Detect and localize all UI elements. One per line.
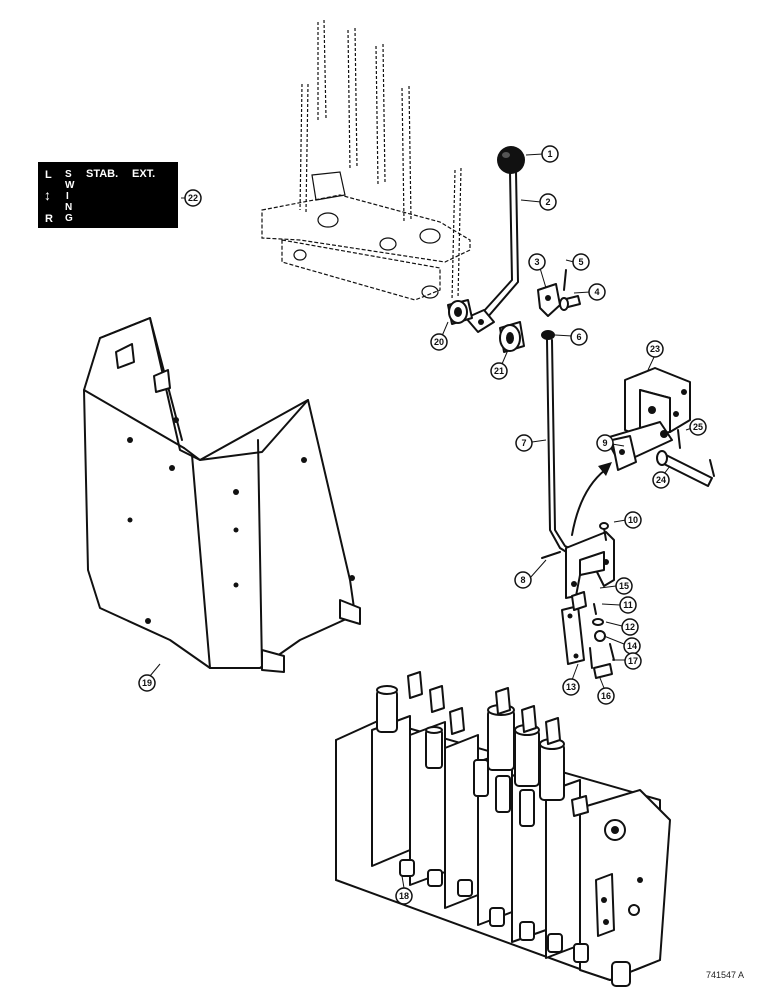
- control-valve-assembly: [335, 671, 671, 987]
- cover-shield: [83, 317, 361, 673]
- svg-text:8: 8: [520, 575, 525, 585]
- decal-ext-label: EXT.: [132, 168, 155, 180]
- cotter-pin-pivot: [677, 429, 715, 477]
- callout-21: 21: [490, 362, 508, 380]
- svg-text:21: 21: [494, 366, 504, 376]
- callout-8: 8: [514, 571, 532, 589]
- assembly-arrow: [571, 462, 612, 536]
- bushing-21: [499, 321, 525, 353]
- svg-text:16: 16: [601, 691, 611, 701]
- decal-letter-r: R: [45, 213, 53, 225]
- callout-24: 24: [652, 471, 670, 489]
- decal-swing-s: S: [65, 169, 72, 180]
- rod-nut: [541, 330, 555, 340]
- callout-10: 10: [624, 511, 642, 529]
- svg-text:7: 7: [521, 438, 526, 448]
- callout-25: 25: [689, 418, 707, 436]
- link-plate: [561, 591, 587, 665]
- svg-text:12: 12: [625, 622, 635, 632]
- svg-text:6: 6: [576, 332, 581, 342]
- svg-text:20: 20: [434, 337, 444, 347]
- lever-clevis: [537, 283, 561, 317]
- callout-17: 17: [624, 652, 642, 670]
- reference-number: 741547 A: [706, 970, 744, 980]
- callout-3: 3: [528, 253, 546, 271]
- decal-stab-label: STAB.: [86, 168, 118, 180]
- svg-text:15: 15: [619, 581, 629, 591]
- callout-4: 4: [588, 283, 606, 301]
- callout-14: 14: [623, 637, 641, 655]
- callout-23: 23: [646, 340, 664, 358]
- svg-text:2: 2: [545, 197, 550, 207]
- cotter-pin-top: [563, 269, 567, 291]
- decal-swing-g: G: [65, 213, 73, 224]
- clevis-pin: [559, 295, 581, 311]
- callout-12: 12: [621, 618, 639, 636]
- callout-9: 9: [596, 434, 614, 452]
- svg-text:14: 14: [627, 641, 637, 651]
- svg-text:3: 3: [534, 257, 539, 267]
- svg-text:11: 11: [623, 600, 633, 610]
- svg-text:23: 23: [650, 344, 660, 354]
- svg-text:17: 17: [628, 656, 638, 666]
- decal-swing-w: W: [65, 180, 75, 191]
- control-knob: [497, 146, 525, 174]
- callout-1: 1: [541, 145, 559, 163]
- svg-text:24: 24: [656, 475, 666, 485]
- control-decal: L ↕ R S W I N G STAB. EXT.: [38, 162, 178, 228]
- decal-swing-n: N: [65, 202, 72, 213]
- svg-text:18: 18: [399, 891, 409, 901]
- svg-text:10: 10: [628, 515, 638, 525]
- callout-5: 5: [572, 253, 590, 271]
- svg-text:5: 5: [578, 257, 583, 267]
- svg-text:25: 25: [693, 422, 703, 432]
- callout-13: 13: [562, 678, 580, 696]
- callout-22: 22: [184, 189, 202, 207]
- small-hardware: [589, 603, 615, 679]
- callout-11: 11: [619, 596, 637, 614]
- linkage-cotter: [541, 551, 561, 559]
- control-tower-frame: [261, 19, 471, 301]
- callout-20: 20: [430, 333, 448, 351]
- callout-15: 15: [615, 577, 633, 595]
- pivot-pin: [656, 450, 713, 487]
- callout-19: 19: [138, 674, 156, 692]
- callouts: 1 2 3 4 5 6 7 8 9 10 11 12 13 14 15 16 1…: [138, 145, 707, 905]
- callout-6: 6: [570, 328, 588, 346]
- control-lever: [465, 171, 519, 333]
- callout-2: 2: [539, 193, 557, 211]
- callout-16: 16: [597, 687, 615, 705]
- svg-text:19: 19: [142, 678, 152, 688]
- decal-swing-i: I: [66, 191, 69, 202]
- callout-7: 7: [515, 434, 533, 452]
- bushing-20: [447, 299, 473, 325]
- decal-arrow: ↕: [44, 187, 51, 203]
- svg-text:1: 1: [547, 149, 552, 159]
- svg-text:22: 22: [188, 193, 198, 203]
- linkage-bracket: [565, 531, 615, 599]
- svg-text:4: 4: [594, 287, 599, 297]
- callout-18: 18: [395, 887, 413, 905]
- svg-text:9: 9: [602, 438, 607, 448]
- decal-letter-l: L: [45, 169, 52, 181]
- linkage-capscrew: [599, 522, 609, 541]
- svg-text:13: 13: [566, 682, 576, 692]
